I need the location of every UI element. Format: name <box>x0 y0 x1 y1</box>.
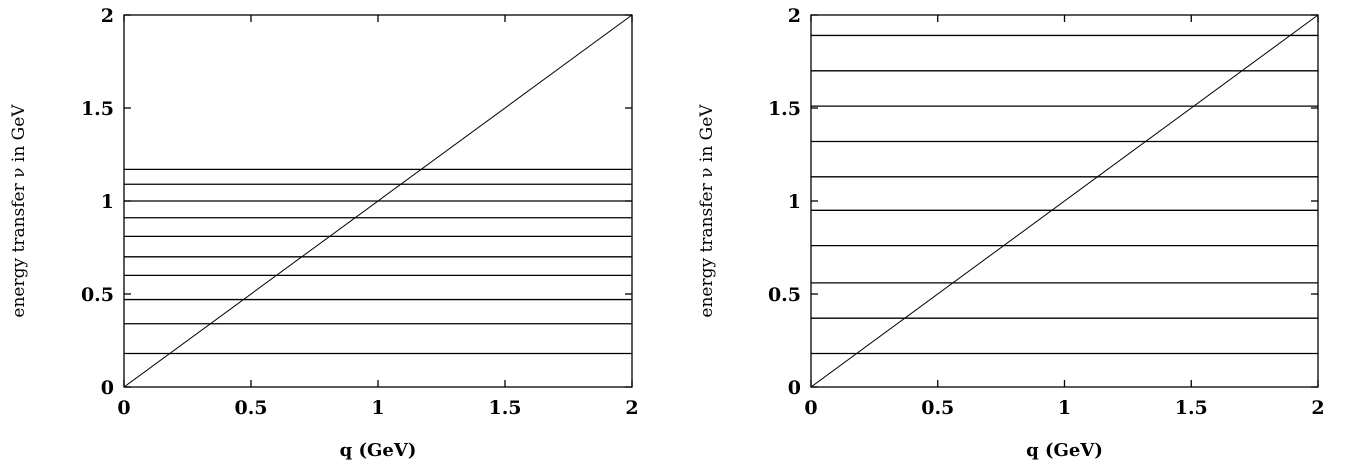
left-panel: 0 0.5 1 1.5 2 0 0.5 1 1.5 2 q (GeV) energy transfer… <box>9 5 639 461</box>
y-tick-label: 0 <box>788 377 801 399</box>
y-tick-label: 1.5 <box>768 98 801 120</box>
x-axis-title: q (GeV) <box>340 440 417 461</box>
y-axis-title: energy transfer ν in GeV <box>9 104 29 318</box>
y-tick-label: 1.5 <box>81 98 114 120</box>
x-tick-label: 1.5 <box>488 397 521 419</box>
x-axis-title: q (GeV) <box>1026 440 1103 461</box>
y-tick-label: 0 <box>101 377 114 399</box>
diagonal-line <box>810 14 1319 388</box>
x-tick-label: 0.5 <box>921 397 954 419</box>
x-tick-label: 1.5 <box>1175 397 1208 419</box>
y-tick-label: 2 <box>788 5 801 27</box>
y-tick-label: 1 <box>101 191 114 213</box>
x-tick-label: 1 <box>1058 397 1071 419</box>
y-tick-label: 1 <box>788 191 801 213</box>
x-tick-label: 0.5 <box>234 397 267 419</box>
y-tick-label: 0.5 <box>81 284 114 306</box>
y-tick-label: 2 <box>101 5 114 27</box>
x-tick-label: 0 <box>117 397 130 419</box>
x-tick-label: 0 <box>804 397 817 419</box>
x-tick-label: 2 <box>1311 397 1324 419</box>
diagonal-line <box>123 14 633 388</box>
x-tick-label: 1 <box>371 397 384 419</box>
right-panel: 0 0.5 1 1.5 2 0 0.5 1 1.5 2 q (GeV) energy transfer… <box>697 5 1325 461</box>
x-tick-label: 2 <box>625 397 638 419</box>
y-axis-title: energy transfer ν in GeV <box>697 104 717 318</box>
y-tick-label: 0.5 <box>768 284 801 306</box>
